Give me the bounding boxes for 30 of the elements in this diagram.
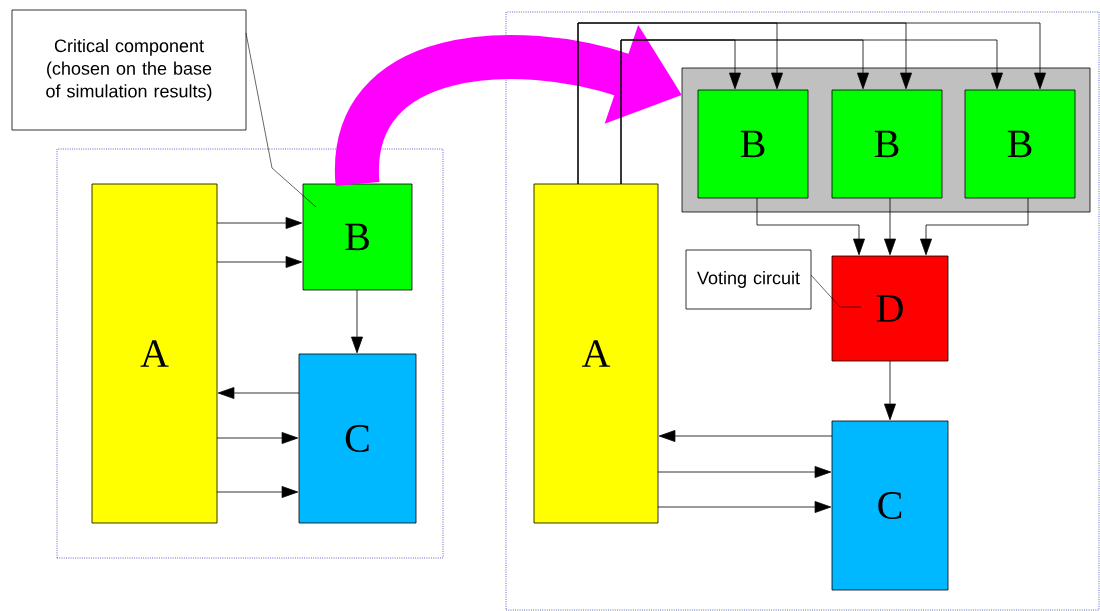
module-box: B [964, 89, 1076, 199]
arrow [884, 360, 896, 421]
module-box: A [91, 183, 218, 524]
module-box: C [298, 353, 417, 524]
arrow [756, 197, 865, 256]
leader-line [245, 32, 317, 208]
arrow [920, 197, 1029, 256]
module-box: A [533, 183, 659, 524]
callout-box: Voting circuit [685, 249, 812, 310]
arrow [620, 39, 1003, 185]
callout-box: Critical component (chosen on the base of simulation results) [11, 9, 247, 131]
dotted-frame [56, 148, 444, 559]
arrow [657, 466, 832, 478]
module-box: B [831, 89, 943, 199]
module-box: D [831, 255, 949, 362]
arrow [216, 432, 299, 444]
arrow [884, 197, 896, 256]
arrow [577, 22, 1046, 185]
arrow [216, 217, 303, 229]
arrow [658, 430, 833, 442]
module-box: C [831, 420, 949, 591]
arrow [216, 256, 303, 268]
leader-line [810, 274, 862, 308]
arrow [217, 387, 300, 399]
arrow [216, 486, 299, 498]
module-box: B [697, 89, 809, 199]
arrow [657, 501, 832, 513]
dotted-frame [505, 11, 1100, 611]
module-box: B [302, 183, 413, 291]
arrow [351, 289, 363, 354]
